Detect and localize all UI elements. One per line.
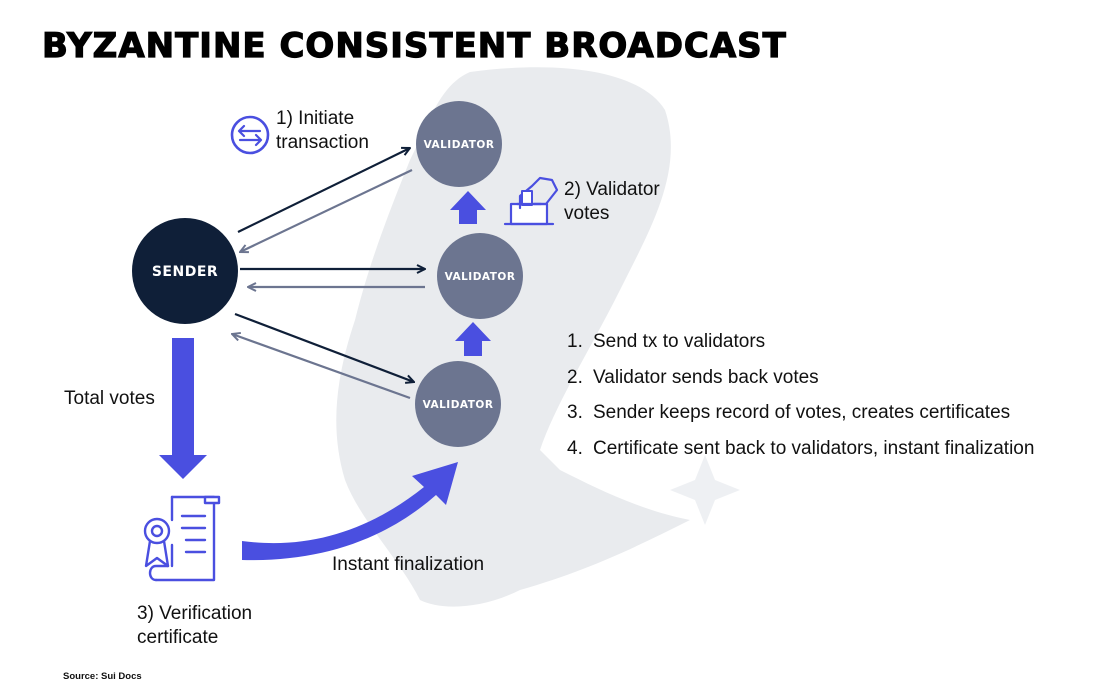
initiate-label-line1: 1) Initiate — [276, 108, 355, 129]
source-credit: Source: Sui Docs — [63, 671, 142, 682]
verification-certificate-label: 3) Verification certificate — [137, 602, 252, 650]
total-votes-arrow — [159, 338, 207, 479]
step-number: 3. — [567, 402, 583, 423]
vote-arrow-bottom-to-mid — [455, 322, 491, 356]
step-item: 3. Sender keeps record of votes, creates … — [567, 401, 1034, 425]
ballot-box-icon — [503, 176, 559, 226]
validator-votes-line1: 2) Validator — [564, 179, 660, 200]
validator-node-bottom-label: VALIDATOR — [423, 399, 494, 411]
sender-node-label: SENDER — [152, 264, 218, 280]
arrow-validator-bottom-to-sender — [232, 334, 411, 400]
verification-line2: certificate — [137, 627, 219, 648]
swap-arrows-icon — [230, 115, 270, 155]
step-item: 2. Validator sends back votes — [567, 366, 1034, 390]
validator-node-top: VALIDATOR — [416, 101, 502, 187]
step-text: Certificate sent back to validators, ins… — [593, 437, 1035, 459]
validator-node-mid: VALIDATOR — [437, 233, 523, 319]
step-number: 2. — [567, 366, 583, 388]
validator-votes-line2: votes — [564, 203, 610, 224]
step-text: Validator sends back votes — [593, 366, 819, 388]
instant-finalization-label: Instant finalization — [332, 554, 485, 575]
arrow-validator-top-to-sender — [240, 169, 413, 252]
initiate-label-line2: transaction — [276, 132, 369, 153]
step-item: 1. Send tx to validators — [567, 330, 1034, 354]
diagram-title: BYZANTINE CONSISTENT BROADCAST — [41, 25, 787, 66]
initiate-transaction-label: 1) Initiate transaction — [276, 107, 369, 155]
steps-list: 1. Send tx to validators 2. Validator send… — [567, 330, 1034, 472]
validator-votes-label: 2) Validator votes — [564, 178, 660, 226]
step-number: 1. — [567, 331, 583, 352]
arrow-sender-to-validator-bottom — [234, 312, 414, 382]
step-item: 4. Certificate sent back to validators, i… — [567, 437, 1034, 461]
sender-node: SENDER — [132, 218, 238, 324]
step-number: 4. — [567, 437, 583, 459]
step-text: Send tx to validators — [593, 331, 766, 352]
validator-node-top-label: VALIDATOR — [424, 139, 495, 151]
vote-arrow-mid-to-top — [450, 191, 486, 224]
droplet-watermark-icon — [336, 67, 740, 607]
validator-node-mid-label: VALIDATOR — [445, 271, 516, 283]
verification-line1: 3) Verification — [137, 603, 253, 624]
validator-node-bottom: VALIDATOR — [415, 361, 501, 447]
step-text: Sender keeps record of votes, creates ce… — [593, 402, 1011, 423]
total-votes-label: Total votes — [64, 388, 155, 409]
arrow-sender-to-validator-top — [237, 148, 410, 233]
instant-finalization-arrow — [242, 462, 458, 561]
certificate-scroll-icon — [143, 495, 221, 582]
